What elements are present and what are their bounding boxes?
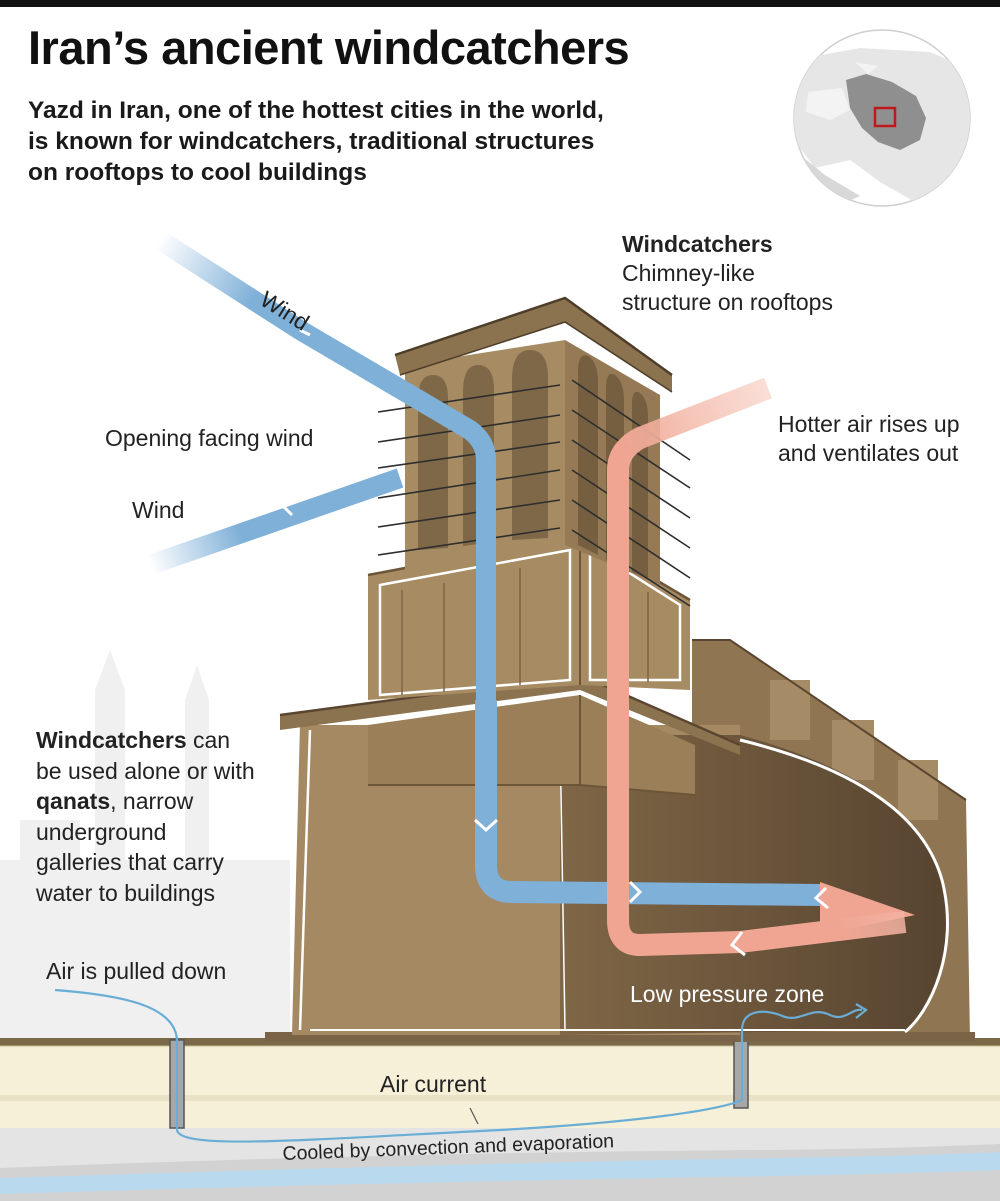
page-title: Iran’s ancient windcatchers: [28, 21, 630, 74]
air-current-label: Air current: [380, 1071, 487, 1097]
top-rule: [0, 0, 1000, 7]
qanat-text-1: can: [186, 727, 231, 753]
air-current-line: [54, 988, 868, 1143]
iran-locator-map-icon: [793, 29, 971, 207]
subtitle: Yazd in Iran, one of the hottest cities …: [28, 95, 728, 188]
qanat-callout: Windcatchers can be used alone or with q…: [36, 725, 255, 908]
qanat-text-4: underground: [36, 818, 167, 845]
qanat-text-6: water to buildings: [36, 879, 215, 906]
low-pressure-zone-label: Low pressure zone: [630, 981, 825, 1007]
incoming-wind-arrow-top: [154, 231, 496, 700]
windcatchers-desc-2: structure on rooftops: [622, 289, 833, 315]
subtitle-line-3: on rooftops to cool buildings: [28, 159, 367, 186]
windcatcher-tower: [377, 296, 691, 607]
background-city-silhouette: [0, 650, 290, 1040]
windcatchers-desc-1: Chimney-like: [622, 260, 755, 286]
windcatchers-callout: Windcatchers Chimney-like structure on r…: [622, 230, 833, 317]
opening-facing-wind-label: Opening facing wind: [105, 425, 314, 451]
incoming-wind-arrow-left: [146, 468, 404, 575]
windcatchers-heading: Windcatchers: [622, 231, 773, 257]
hotter-air-line-2: and ventilates out: [778, 440, 959, 466]
qanat-bold-windcatchers: Windcatchers: [36, 727, 187, 753]
hotter-air-line-1: Hotter air rises up: [778, 411, 960, 437]
ground-cross-section: [0, 1038, 1000, 1201]
qanat-bold-qanats: qanats: [36, 788, 111, 814]
qanat-text-5: galleries that carry: [36, 849, 224, 875]
hotter-air-callout: Hotter air rises up and ventilates out: [778, 410, 960, 468]
qanat-text-2: be used alone or with: [36, 757, 255, 784]
subtitle-line-2: is known for windcatchers, traditional s…: [28, 128, 595, 155]
wind-label-left: Wind: [132, 497, 185, 523]
warm-air-return-arrow: [607, 377, 907, 957]
qanat-text-3: , narrow: [110, 788, 194, 814]
air-pulled-down-label: Air is pulled down: [46, 958, 227, 984]
subtitle-line-1: Yazd in Iran, one of the hottest cities …: [28, 97, 604, 124]
